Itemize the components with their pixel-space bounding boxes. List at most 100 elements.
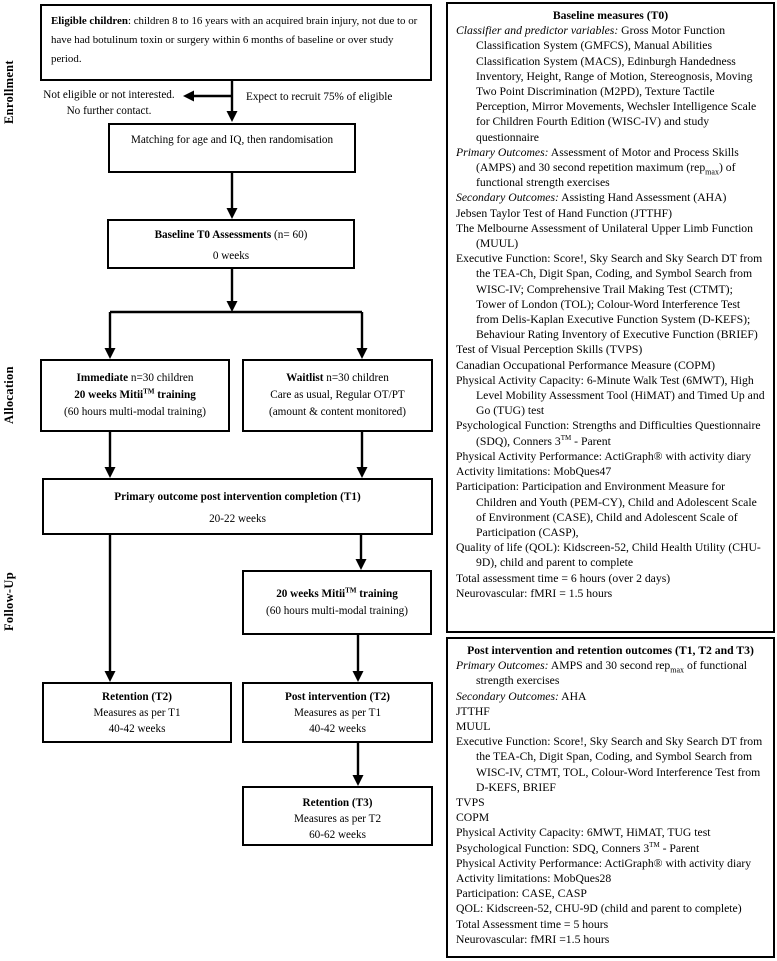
- box-line: Care as usual, Regular OT/PT: [244, 387, 431, 404]
- text-segment: Waitlist: [286, 372, 324, 384]
- text-segment: 40-42 weeks: [309, 723, 366, 735]
- text-segment: Primary Outcomes:: [456, 659, 549, 673]
- box-line: 40-42 weeks: [44, 721, 230, 737]
- box-line: (60 hours multi-modal training): [42, 404, 228, 421]
- text-segment: Physical Activity Performance: ActiGraph…: [456, 856, 752, 870]
- text-segment: Retention (T2): [102, 691, 172, 703]
- text-segment: Neurovascular: fMRI = 1.5 hours: [456, 586, 613, 600]
- text-segment: Secondary Outcomes:: [456, 191, 559, 205]
- box-line: Measures as per T1: [244, 705, 431, 721]
- text-segment: Total assessment time = 6 hours (over 2 …: [456, 571, 671, 585]
- box-line: Waitlist n=30 children: [244, 370, 431, 387]
- text-segment: Psychological Function: Strengths and Di…: [456, 419, 761, 448]
- text-segment: training: [356, 588, 398, 600]
- box-line: Measures as per T1: [44, 705, 230, 721]
- panel-entry: MUUL: [456, 719, 765, 734]
- arrow-eligible-to-matching: [226, 81, 238, 122]
- text-segment: Care as usual, Regular OT/PT: [270, 389, 405, 401]
- text-segment: Activity limitations: MobQues28: [456, 872, 612, 886]
- box-matching-randomisation: Matching for age and IQ, then randomisat…: [108, 123, 356, 173]
- expect-recruit-note: Expect to recruit 75% of eligible: [246, 91, 393, 103]
- box-primary-outcome-t1: Primary outcome post intervention comple…: [42, 478, 433, 535]
- box-line: 20 weeks MitiiTM training: [42, 387, 228, 404]
- panel-entry: The Melbourne Assessment of Unilateral U…: [456, 221, 765, 251]
- text-segment: COPM: [456, 811, 490, 825]
- box-line: Post intervention (T2): [244, 689, 431, 705]
- text-segment: Classifier and predictor variables:: [456, 24, 619, 38]
- panel-entry: Physical Activity Performance: ActiGraph…: [456, 856, 765, 871]
- text-segment: MUUL: [456, 720, 491, 734]
- panel-entry: Secondary Outcomes: Assisting Hand Asses…: [456, 190, 765, 205]
- text-segment: 0 weeks: [212, 250, 250, 262]
- arrow-not-eligible: [183, 90, 232, 102]
- text-segment: 20 weeks Mitii: [276, 588, 346, 600]
- box-line: (60 hours multi-modal training): [244, 603, 430, 620]
- stage-label-enrollment: Enrollment: [2, 60, 16, 124]
- box-retention-t2: Retention (T2) Measures as per T1 40-42 we…: [42, 682, 232, 743]
- text-segment: of functional strength exercises: [476, 659, 748, 688]
- text-segment: n=30 children: [128, 372, 194, 384]
- box-line: Retention (T2): [44, 689, 230, 705]
- panel-entry: Executive Function: Score!, Sky Search a…: [456, 734, 765, 795]
- text-segment: Measures as per T2: [293, 813, 382, 825]
- stage-label-allocation: Allocation: [2, 366, 16, 424]
- panel-entry: Jebsen Taylor Test of Hand Function (JTT…: [456, 206, 765, 221]
- panel-post-title: Post intervention and retention outcomes…: [467, 644, 754, 657]
- box-immediate-group: Immediate n=30 children 20 weeks MitiiTM …: [40, 359, 230, 432]
- arrow-branch-to-immediate: [104, 312, 116, 359]
- panel-entry: Secondary Outcomes: AHA: [456, 689, 765, 704]
- arrow-postintervention-to-retention3: [352, 743, 364, 786]
- text-segment: Executive Function: Score!, Sky Search a…: [456, 252, 763, 342]
- text-segment: Primary outcome post intervention comple…: [114, 491, 361, 503]
- panel-baseline-title: Baseline measures (T0): [552, 9, 669, 22]
- text-segment: Gross Motor Function Classification Syst…: [476, 24, 757, 144]
- arrow-primary-to-retention2: [104, 535, 116, 682]
- text-segment: max: [670, 665, 685, 675]
- panel-entry: Primary Outcomes: AMPS and 30 second rep…: [456, 658, 765, 688]
- text-segment: TM: [560, 433, 572, 442]
- box-line: 0 weeks: [109, 246, 353, 267]
- box-line: (amount & content monitored): [244, 404, 431, 421]
- arrow-branch-to-waitlist: [356, 312, 368, 359]
- text-segment: Immediate: [76, 372, 129, 384]
- text-segment: 20-22 weeks: [209, 513, 266, 525]
- text-segment: Post intervention (T2): [284, 691, 391, 703]
- panel-entry: Neurovascular: fMRI =1.5 hours: [456, 932, 765, 947]
- text-segment: Neurovascular: fMRI =1.5 hours: [456, 932, 610, 946]
- box-line: Measures as per T2: [244, 811, 431, 827]
- text-segment: The Melbourne Assessment of Unilateral U…: [456, 221, 753, 251]
- text-segment: Psychological Function: SDQ, Conners 3: [456, 841, 650, 855]
- text-segment: Total Assessment time = 5 hours: [456, 917, 609, 931]
- text-segment: TM: [143, 387, 155, 396]
- text-segment: Assessment of Motor and Process Skills (…: [476, 145, 739, 175]
- text-segment: 60-62 weeks: [309, 829, 366, 841]
- text-segment: Test of Visual Perception Skills (TVPS): [456, 343, 643, 357]
- text-segment: Executive Function: Score!, Sky Search a…: [456, 735, 763, 794]
- arrow-baseline-to-branch: [226, 269, 238, 312]
- panel-entry: Physical Activity Capacity: 6-Minute Wal…: [456, 373, 765, 419]
- box-line: 20-22 weeks: [44, 508, 431, 530]
- text-segment: Retention (T3): [302, 797, 373, 809]
- panel-post-retention-outcomes: Post intervention and retention outcomes…: [446, 637, 775, 958]
- text-segment: (n= 60): [271, 229, 308, 241]
- panel-entry: Physical Activity Capacity: 6MWT, HiMAT,…: [456, 825, 765, 840]
- text-segment: 40-42 weeks: [108, 723, 166, 735]
- panel-entry: Participation: Participation and Environ…: [456, 479, 765, 540]
- text-segment: TM: [345, 586, 357, 595]
- not-eligible-line1: Not eligible or not interested.: [43, 89, 175, 101]
- text-segment: (60 hours multi-modal training): [64, 406, 206, 418]
- panel-entry: JTTHF: [456, 704, 765, 719]
- text-segment: Participation: Participation and Environ…: [456, 480, 757, 539]
- not-eligible-line2: No further contact.: [66, 105, 152, 117]
- not-eligible-note: Not eligible or not interested. No furth…: [33, 87, 185, 119]
- arrow-waitlist-to-primary: [356, 432, 368, 478]
- text-segment: Quality of life (QOL): Kidscreen-52, Chi…: [456, 541, 761, 570]
- box-line: 20 weeks MitiiTM training: [244, 586, 430, 603]
- text-segment: ) of functional strength exercises: [476, 161, 736, 190]
- arrow-primary-to-mitii2: [355, 535, 367, 570]
- panel-entry: TVPS: [456, 795, 765, 810]
- panel-entry: QOL: Kidscreen-52, CHU-9D (child and par…: [456, 901, 765, 916]
- panel-baseline-entries: Classifier and predictor variables: Gros…: [456, 23, 765, 601]
